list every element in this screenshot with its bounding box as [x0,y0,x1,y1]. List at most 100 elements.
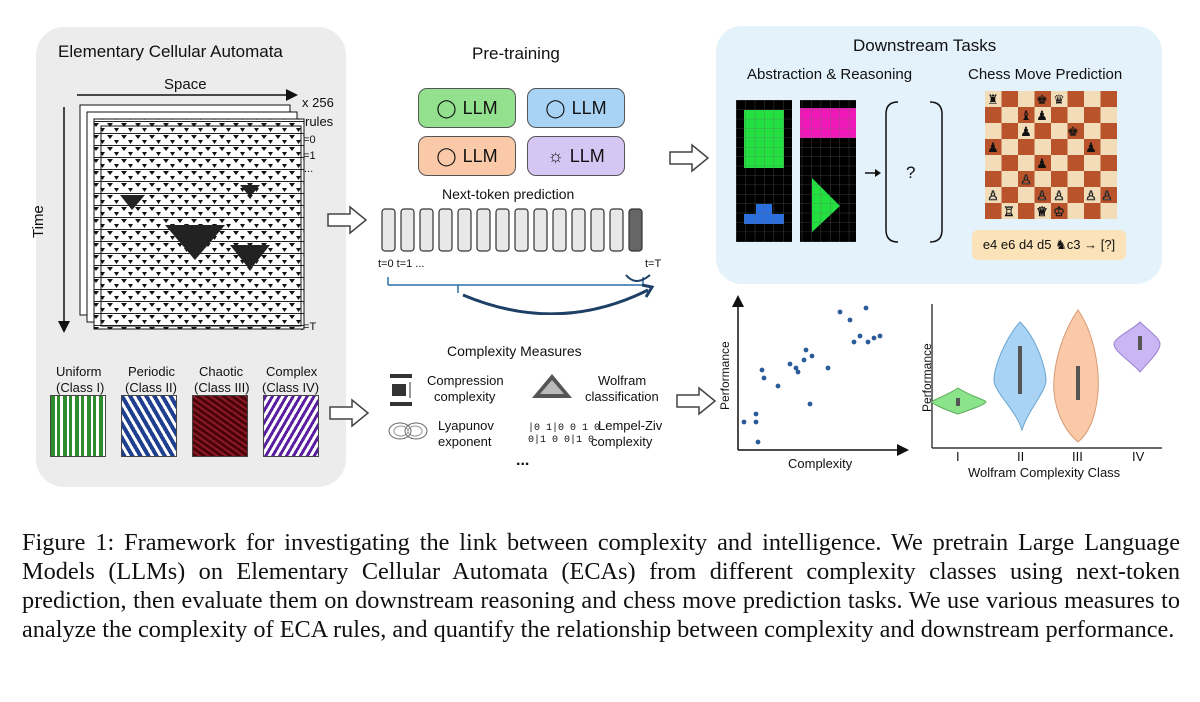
token [552,208,567,252]
chess-square [1100,203,1117,219]
chess-square [1018,171,1035,187]
scatter-point [753,419,759,425]
arrow-to-results [676,386,717,416]
class-name-periodic: Periodic [128,364,175,379]
chess-piece-pawn-icon: ♟ [1036,109,1048,124]
scatter-point [857,333,863,339]
token [571,208,586,252]
rules-word: rules [305,114,334,129]
arc-title: Abstraction & Reasoning [747,66,913,83]
chess-square [1100,171,1117,187]
chess-square [1034,91,1051,107]
chess-square [1051,107,1068,123]
chess-square [1067,107,1084,123]
violin-tick-2: II [1017,449,1025,464]
chess-square [1001,123,1018,139]
lightbulb-icon: ◯ [545,97,566,118]
scatter-point [809,353,815,359]
token [419,208,434,252]
chess-piece-king-icon: ♚ [1067,125,1079,140]
token [495,208,510,252]
compression-line2: complexity [434,389,496,404]
eca-title: Elementary Cellular Automata [58,42,283,61]
chess-piece-queen-icon: ♛ [1053,93,1065,108]
token-sequence [381,208,655,315]
chess-square [1067,203,1084,219]
chess-square [1067,91,1084,107]
violin-xlabel: Wolfram Complexity Class [968,465,1121,480]
chess-square [1051,139,1068,155]
class-name-uniform: Uniform [56,364,102,379]
scatter-point [793,365,799,371]
chess-square [1001,187,1018,203]
scatter-point [795,369,801,375]
chaotic-thumbnail [192,395,248,457]
token [514,208,529,252]
scatter-point [741,419,747,425]
lyapunov-line2: exponent [438,434,492,449]
arrow-to-complexity [329,398,370,428]
wolfram-pattern-icon [532,374,572,398]
chess-piece-pawn-icon: ♟ [1085,141,1097,156]
chess-square [1100,123,1117,139]
compression-line1: Compression [427,373,504,388]
chess-square [985,203,1002,219]
scatter-point [787,361,793,367]
chess-square [1084,203,1101,219]
chess-piece-white-pawn-icon: ♙ [987,189,999,204]
chess-square [985,91,1002,107]
scatter-point [825,365,831,371]
chess-square [1100,139,1117,155]
scatter-ylabel: Performance [718,341,732,410]
pretraining-title: Pre-training [472,44,560,63]
scatter-point [871,335,877,341]
chess-piece-white-pawn-icon: ♙ [1085,189,1097,204]
scatter-point [877,333,883,339]
token [438,208,453,252]
violin-plot [931,304,1162,449]
chess-piece-king-icon: ♚ [1036,93,1048,108]
scatter-point [851,339,857,345]
class-label-4: (Class IV) [262,380,320,395]
class-label-2: (Class II) [125,380,177,395]
llm-label: LLM [571,97,607,118]
chess-piece-white-pawn-icon: ♙ [1036,189,1048,204]
chess-square [1067,171,1084,187]
chess-square [985,107,1002,123]
chess-square [1034,107,1051,123]
chess-square [1100,155,1117,171]
chess-square [985,187,1002,203]
tT-next-label: t=T [645,258,662,270]
scatter-point [807,401,813,407]
chess-square [1001,203,1018,219]
chess-piece-white-king-icon: ♔ [1053,205,1065,219]
more-measures: ... [516,452,530,469]
scatter-point [755,439,761,445]
chess-square [1001,107,1018,123]
chess-piece-white-queen-icon: ♕ [1036,205,1048,219]
chess-piece-white-pawn-icon: ♙ [1101,189,1113,204]
chess-square [1067,155,1084,171]
chess-moves-box: e4 e6 d4 d5 ♞c3 → [?] [972,230,1126,260]
chess-square [1018,187,1035,203]
figure-caption: Figure 1: Framework for investigating th… [22,529,1180,643]
rules-count: x 256 [302,95,334,110]
chess-square [985,171,1002,187]
chess-square [1018,91,1035,107]
scatter-point [801,357,807,363]
chess-square [1051,203,1068,219]
chess-piece-white-rook-icon: ♖ [1003,205,1015,219]
violin-class-4 [1113,321,1161,373]
class-name-complex: Complex [266,364,318,379]
downstream-title: Downstream Tasks [853,36,997,55]
scatter-plot [732,295,909,456]
chess-square [1018,139,1035,155]
chess-board: ♜ ♚ ♛ ♝ ♟ ♚ ♟ ♟ ♟ ♟ ♙ ♙ ♙ ♙ ♙ ♙ ♖ ♕ ♔ [985,91,1117,219]
llm-blue: ◯LLM [527,88,625,128]
chess-square [985,139,1002,155]
wolfram-line2: classification [585,389,659,404]
chess-piece-pawn-icon: ♟ [1036,157,1048,172]
compression-icon [390,374,412,406]
chess-piece-pawn-icon: ♟ [987,141,999,156]
violin-tick-4: IV [1132,449,1145,464]
